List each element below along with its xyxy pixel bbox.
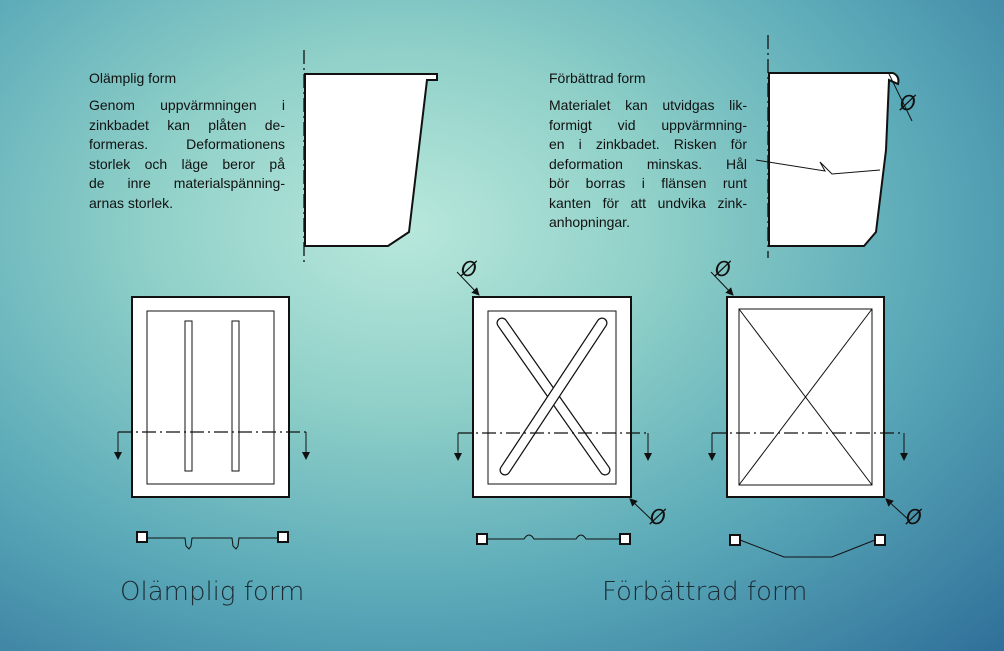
plate-3-diameter-symbol-bottom: Ø [905, 505, 923, 529]
left-line-6: arnas storlek. [89, 194, 174, 211]
right-line-5: bör borras i flänsen runt [549, 175, 747, 191]
plate-3-hole-arrow-top [710, 271, 734, 296]
plate-2-diameter-symbol-bottom: Ø [649, 505, 667, 529]
right-line-4: deformation minskas. Hål [549, 155, 747, 172]
plate-2-diagonal-fill-b [500, 318, 607, 475]
left-line-1: Genom uppvärmningen i [89, 97, 285, 113]
right-line-3: en i zinkbadet. Risken för [549, 136, 747, 152]
left-description: Genom uppvärmningen i zinkbadet kan plåt… [89, 96, 285, 213]
plate-1-stiffener-right [231, 320, 240, 472]
plate-3-hole-arrow-bottom [885, 498, 911, 522]
plate-improved-2: Ø Ø [708, 257, 923, 529]
caption-unsuitable: Olämplig form [120, 577, 305, 607]
plate-2-hole-arrow-top [456, 271, 480, 296]
section-profile-1 [136, 531, 289, 550]
right-profile-leader-line [755, 159, 881, 175]
section-3-flange-right [874, 534, 886, 546]
section-profile-2 [476, 533, 631, 545]
section-2-flange-left [476, 533, 488, 545]
right-profile-section: Ø [755, 35, 917, 258]
right-line-7: anhopningar. [549, 214, 630, 230]
plate-2-diameter-symbol-top: Ø [460, 257, 478, 281]
right-heading: Förbättrad form [549, 70, 646, 86]
section-1-flange-left [136, 531, 148, 543]
plate-unsuitable [114, 296, 310, 498]
left-profile-shape [304, 73, 438, 247]
section-3-flange-left [729, 534, 741, 546]
plate-1-outer-edge [131, 296, 290, 498]
left-heading: Olämplig form [89, 70, 177, 86]
plate-2-hole-arrow-bottom [629, 498, 655, 523]
left-line-3: formeras. Deformationens [89, 136, 285, 152]
plate-1-inner-edge [146, 310, 275, 485]
section-1-flange-right [277, 531, 289, 543]
right-profile-shape [768, 72, 900, 247]
right-profile-diameter-symbol: Ø [899, 91, 917, 115]
right-line-2: formigt vid uppvärmning- [549, 116, 747, 133]
section-1-profile-line [147, 537, 278, 550]
section-profile-3 [729, 534, 886, 558]
right-line-6: kanten för att undvika zink- [549, 194, 747, 211]
section-2-flange-right [619, 533, 631, 545]
left-profile-section [303, 50, 438, 262]
right-profile-hole-marker [888, 73, 913, 122]
section-3-profile-line [739, 539, 876, 558]
caption-improved: Förbättrad form [602, 577, 808, 607]
left-line-4: storlek och läge beror på [89, 155, 285, 172]
right-line-1: Materialet kan utvidgas lik- [549, 97, 747, 113]
plate-improved-1: Ø Ø [454, 257, 667, 529]
plate-3-diameter-symbol-top: Ø [714, 257, 732, 281]
section-2-profile-line [487, 534, 620, 540]
left-line-2: zinkbadet kan plåten de- [89, 116, 285, 133]
plate-3-inner-edge [738, 308, 873, 486]
left-line-5: de inre materialspänning- [89, 175, 285, 191]
plate-1-stiffener-left [184, 320, 193, 472]
plate-2-inner-edge [487, 310, 617, 485]
right-description: Materialet kan utvidgas lik- formigt vid… [549, 96, 747, 233]
plate-3-diagonal-b [738, 308, 873, 486]
